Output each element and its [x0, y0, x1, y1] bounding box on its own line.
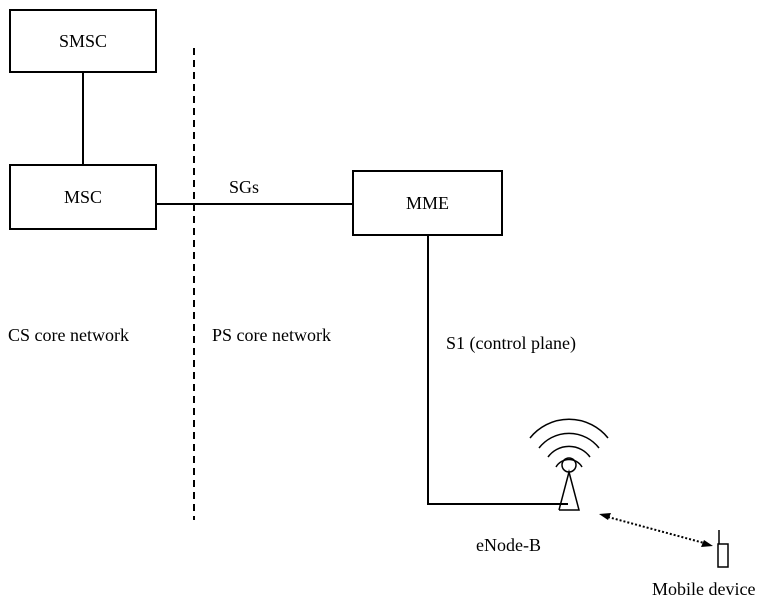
mobile-device-icon [717, 530, 729, 568]
enodeb-label: eNode-B [476, 535, 541, 555]
s1-link [427, 236, 568, 505]
radio-link [599, 513, 713, 547]
ps-region-label: PS core network [212, 325, 331, 345]
msc-node: MSC [9, 164, 157, 230]
cs-region-label: CS core network [8, 325, 129, 345]
smsc-node: SMSC [9, 9, 157, 73]
antenna-icon [529, 418, 609, 511]
s1-label: S1 (control plane) [446, 333, 576, 353]
mme-node: MME [352, 170, 503, 236]
mobile-device-label: Mobile device [652, 579, 756, 599]
sgs-label: SGs [229, 177, 260, 197]
